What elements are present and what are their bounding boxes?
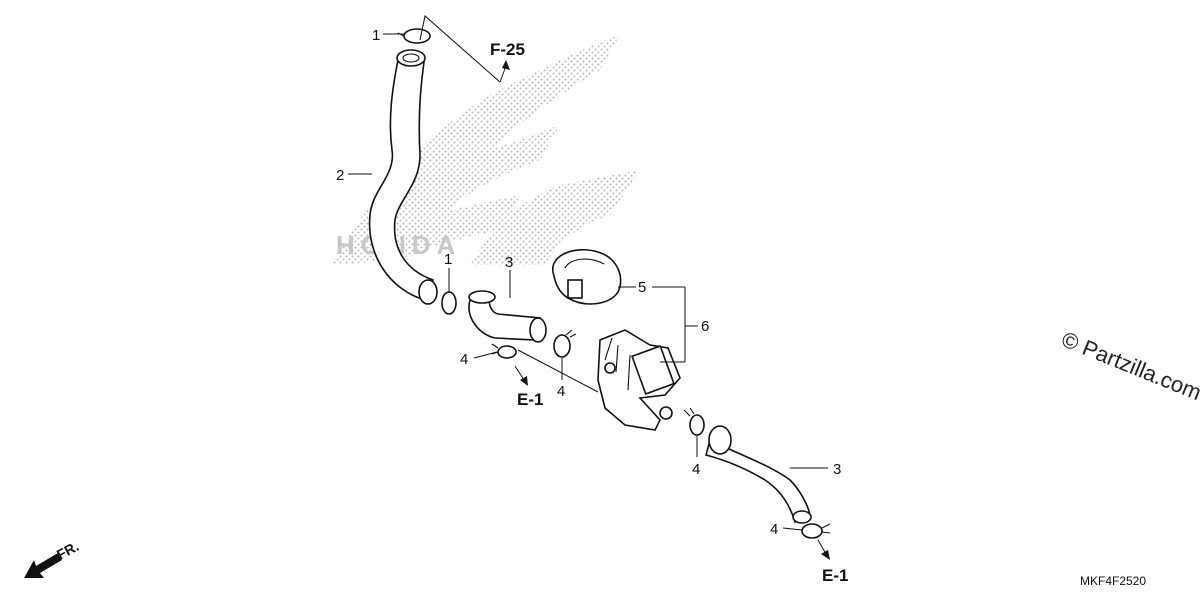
clip-4-right <box>683 407 705 436</box>
callout-3-upper: 3 <box>505 254 513 271</box>
front-direction-arrow: FR. <box>24 538 81 578</box>
callout-1-top: 1 <box>372 27 380 44</box>
callout-3-lower: 3 <box>833 461 841 478</box>
hose-2 <box>368 49 438 305</box>
clip-1-mid <box>441 291 457 315</box>
leader-lines <box>348 15 830 560</box>
callout-4-right: 4 <box>692 461 700 478</box>
reference-e1-left: E-1 <box>517 390 543 409</box>
diagram-code: MKF4F2520 <box>1080 574 1146 588</box>
partzilla-watermark: © Partzilla.com <box>1058 326 1200 405</box>
rubber-mount-5 <box>552 248 622 305</box>
hose-3-upper <box>468 290 547 343</box>
air-injection-valve <box>597 329 681 431</box>
callout-2: 2 <box>336 167 344 184</box>
callout-4-bottom: 4 <box>770 521 778 538</box>
callout-4-left: 4 <box>460 351 468 368</box>
reference-f25: F-25 <box>490 40 525 59</box>
callout-1-mid: 1 <box>444 251 452 268</box>
clip-4-bottom <box>801 523 831 539</box>
clip-1-top <box>397 28 431 44</box>
clip-4-left <box>491 343 517 359</box>
clip-4-mid <box>553 329 577 358</box>
callout-4-mid: 4 <box>557 383 565 400</box>
callout-6: 6 <box>701 318 709 335</box>
reference-e1-bottom: E-1 <box>822 566 848 585</box>
callout-5: 5 <box>638 279 646 296</box>
hose-3-lower <box>705 425 812 524</box>
